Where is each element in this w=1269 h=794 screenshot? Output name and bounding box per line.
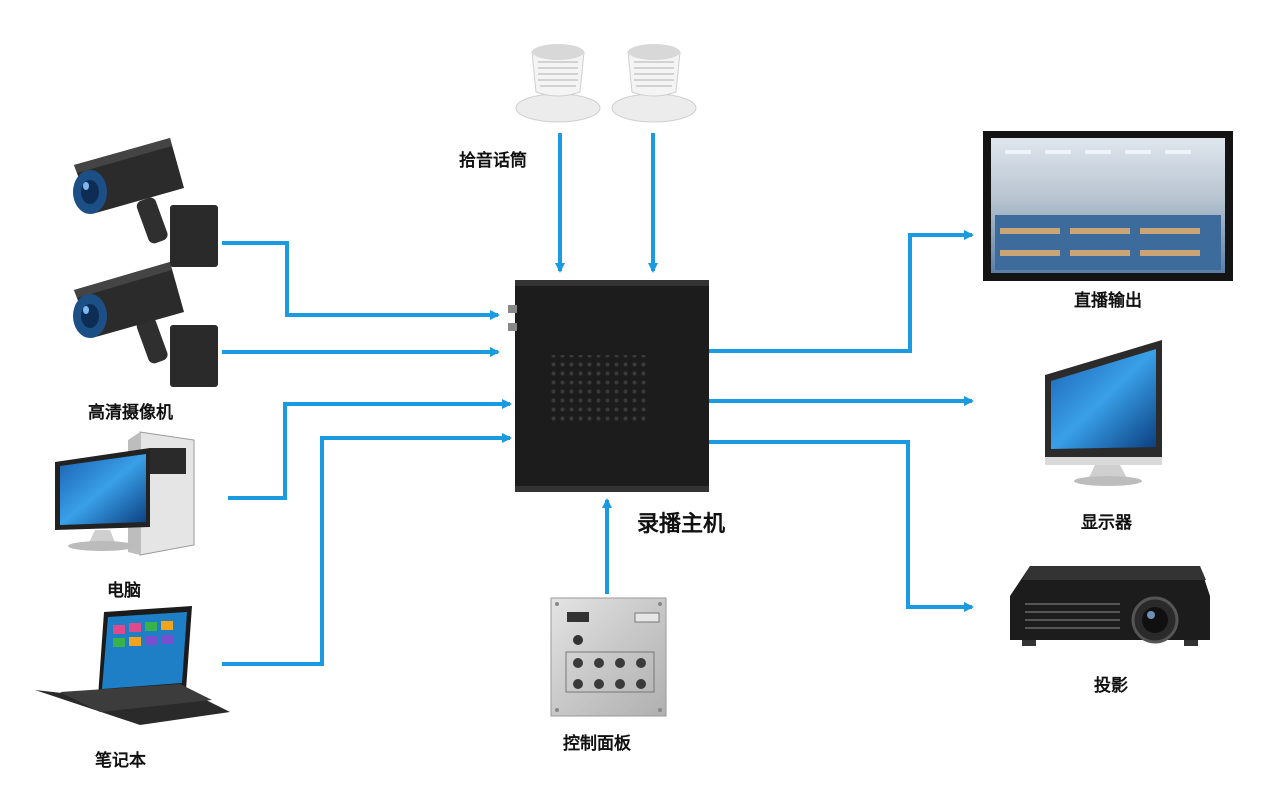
hd-camera-icon — [73, 138, 218, 387]
control-panel-icon — [550, 597, 667, 717]
label-panel: 控制面板 — [563, 734, 631, 754]
ceiling-microphone-icon — [515, 44, 697, 123]
connector-host-to-live — [708, 230, 974, 353]
desktop-computer-icon — [55, 431, 195, 556]
label-pc: 电脑 — [107, 581, 141, 601]
connector-lines — [222, 133, 974, 666]
label-laptop: 笔记本 — [95, 751, 146, 771]
connector-laptop-to-host — [222, 433, 512, 666]
connector-host-to-projector — [708, 440, 974, 612]
live-output-screen-icon — [983, 131, 1233, 281]
label-monitor: 显示器 — [1081, 513, 1132, 533]
label-microphone: 拾音话筒 — [459, 151, 527, 171]
label-camera: 高清摄像机 — [88, 403, 173, 423]
projector-icon — [1010, 566, 1210, 646]
laptop-icon — [35, 606, 230, 725]
label-host: 录播主机 — [637, 512, 726, 537]
connector-camera1-to-host — [222, 241, 500, 320]
monitor-icon — [1045, 340, 1162, 486]
label-projector: 投影 — [1094, 676, 1128, 696]
connector-pc-to-host — [228, 399, 512, 500]
label-live-output: 直播输出 — [1074, 291, 1142, 311]
recording-host-box — [508, 280, 709, 492]
